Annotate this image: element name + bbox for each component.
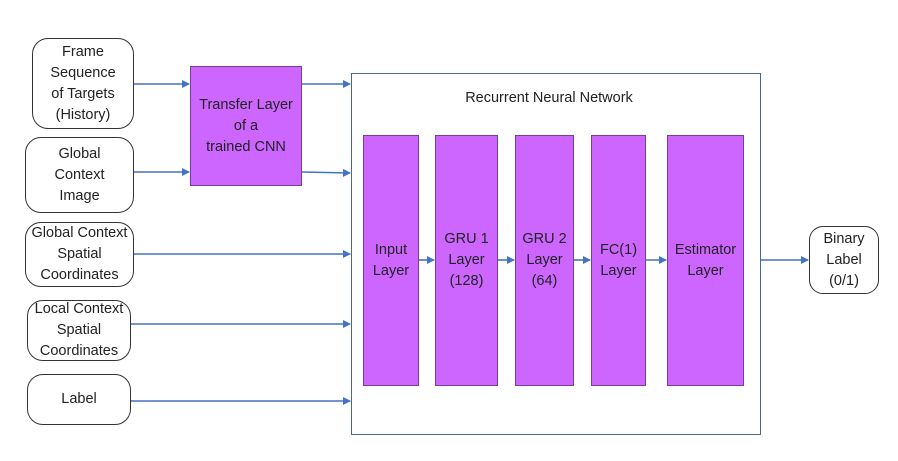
rnn-title: Recurrent Neural Network xyxy=(465,90,633,106)
label-node: Label xyxy=(27,374,131,425)
estimator-layer-node: Estimator Layer xyxy=(667,135,744,386)
input-layer-node: Input Layer xyxy=(363,135,419,386)
binary-label-node: Binary Label (0/1) xyxy=(809,226,879,294)
global-context-image-node: Global Context Image xyxy=(25,137,134,213)
global-context-coords-node: Global Context Spatial Coordinates xyxy=(25,222,134,287)
edge-transfer-to-rnn-bottom xyxy=(301,168,351,177)
gru2-layer-node: GRU 2 Layer (64) xyxy=(515,135,574,386)
gru1-layer-node: GRU 1 Layer (128) xyxy=(435,135,498,386)
transfer-layer-node: Transfer Layer of a trained CNN xyxy=(190,66,302,186)
local-context-coords-node: Local Context Spatial Coordinates xyxy=(27,300,131,361)
frame-sequence-node: Frame Sequence of Targets (History) xyxy=(32,38,134,129)
fc-layer-node: FC(1) Layer xyxy=(591,135,646,386)
